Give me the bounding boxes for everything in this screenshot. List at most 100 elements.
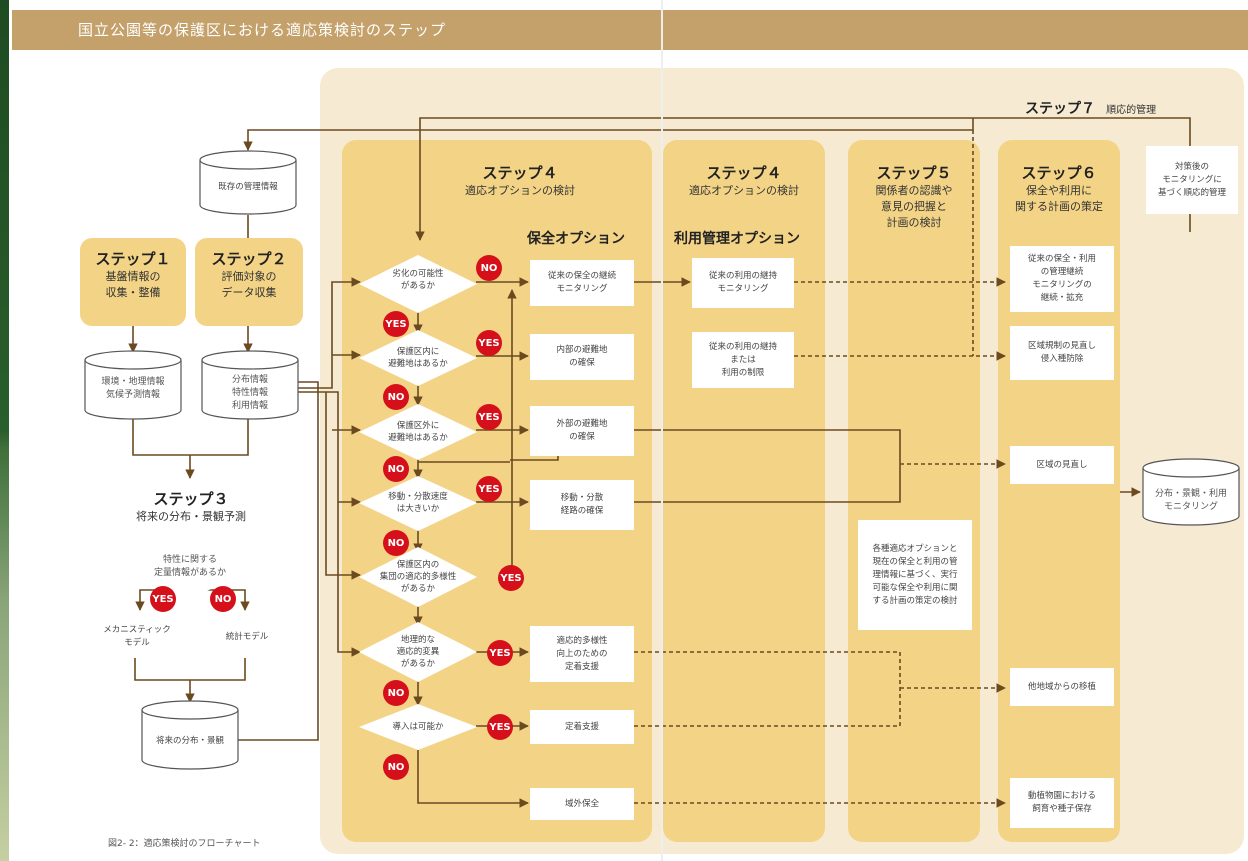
diamond-5-line1: 保護区内の	[396, 560, 440, 570]
diamond-1-line1: 劣化の可能性	[392, 269, 444, 279]
cons-option-7: 域外保全	[530, 788, 634, 820]
step4b-title: ステップ４	[706, 164, 782, 182]
step5-panel	[848, 140, 980, 842]
statistical-model-box: 統計モデル	[198, 616, 296, 658]
step6-box5-line1: 動植物園における	[1027, 791, 1096, 801]
diamond-7-no-badge: NO	[383, 754, 409, 780]
figure-caption: 図2- 2：適応策検討のフローチャート	[108, 839, 261, 849]
step1-box: ステップ１ 基盤情報の 収集・整備	[80, 238, 186, 326]
diamond-3-line2: 避難地はあるか	[388, 433, 448, 443]
diamond-5-line3: があるか	[400, 584, 435, 594]
step7-label: ステップ７ 順応的管理	[1025, 98, 1235, 118]
step3-heading: ステップ３ 将来の分布・景観予測	[78, 488, 304, 525]
step5-title: ステップ５	[876, 164, 952, 182]
step3-no-badge: NO	[210, 586, 236, 612]
diamond-1-text: 劣化の可能性 があるか	[362, 268, 474, 292]
climate-db-line2: 気候予測情報	[105, 390, 160, 400]
use-option-2: 従来の利用の継持 または 利用の制限	[692, 332, 794, 388]
mechanistic-model-line1: メカニスティック	[103, 625, 171, 635]
monitoring-db-line1: 分布・景観・利用	[1154, 489, 1227, 499]
use-option-2-line2: または	[730, 354, 756, 365]
step1-line1: 基盤情報の	[105, 270, 161, 283]
use-option-1-line2: モニタリング	[717, 284, 769, 294]
cons-option-1-line2: モニタリング	[556, 284, 608, 294]
monitoring-db-line2: モニタリング	[1163, 502, 1218, 512]
step6-line1: 保全や利用に	[1026, 184, 1092, 197]
cons-option-4: 移動・分散 経路の確保	[530, 480, 634, 530]
step5-note-line2: 現在の保全と利用の管	[872, 556, 958, 567]
conservation-options-header: 保全オプション	[527, 231, 625, 247]
cons-option-5: 適応的多様性 向上のための 定着支援	[530, 626, 634, 682]
diamond-4-line1: 移動・分散速度	[388, 492, 448, 502]
step2-line2: データ収集	[221, 286, 277, 299]
diamond-4-text: 移動・分散速度 は大きいか	[362, 491, 474, 515]
step6-box-regulation: 区域規制の見直し 侵入種防除	[1010, 326, 1114, 380]
step2-title: ステップ２	[211, 250, 287, 268]
step6-title: ステップ６	[1021, 164, 1097, 182]
cons-option-1-line1: 従来の保全の継続	[547, 271, 616, 281]
climate-db-text: 環境・地理情報 気候予測情報	[85, 374, 181, 400]
header-bar	[12, 10, 1248, 50]
diamond-5-line2: 集団の適応的多様性	[379, 572, 457, 582]
step6-box1-line3: モニタリングの	[1032, 280, 1092, 290]
step1-line2: 収集・整備	[105, 286, 161, 299]
climate-db-line1: 環境・地理情報	[101, 377, 165, 387]
diamond-2-no-badge: NO	[383, 384, 409, 410]
diamond-6-line3: があるか	[400, 659, 435, 669]
page-title: 国立公園等の保護区における適応策検討のステップ	[78, 21, 447, 39]
step6-box1-line2: の管理継続	[1040, 267, 1084, 277]
diamond-3-yes-badge: YES	[476, 404, 502, 430]
step5-note-line5: する計画の策定の検討	[872, 595, 958, 606]
step2-line1: 評価対象の	[221, 270, 277, 283]
step2-box: ステップ２ 評価対象の データ収集	[195, 238, 303, 326]
diamond-7-text: 導入は可能か	[392, 722, 444, 732]
step4b-subtitle: 適応オプションの検討	[689, 184, 799, 197]
cons-option-6: 定着支援	[530, 710, 634, 744]
diamond-7-yes-badge: YES	[487, 714, 513, 740]
step5-line2: 意見の把握と	[881, 200, 947, 213]
step3-title: ステップ３	[153, 490, 229, 508]
use-option-1: 従来の利用の継持 モニタリング	[692, 258, 794, 308]
step6-box-area-review: 区域の見直し	[1010, 446, 1114, 484]
distribution-db-line2: 特性情報	[231, 388, 268, 398]
diamond-2-line1: 保護区内に	[396, 347, 440, 357]
step5-heading: ステップ５ 関係者の認識や 意見の把握と 計画の検討	[848, 162, 980, 231]
step3-diamond-line2: 定量情報があるか	[153, 568, 226, 578]
distribution-db-text: 分布情報 特性情報 利用情報	[202, 372, 298, 411]
left-photo-strip	[0, 0, 9, 861]
step6-box2-line2: 侵入種防除	[1040, 354, 1084, 364]
decision-diamonds	[120, 255, 477, 750]
diamond-1-yes-badge: YES	[383, 311, 409, 337]
step7-subtitle: 順応的管理	[1106, 105, 1157, 116]
diamond-3-line1: 保護区外に	[396, 421, 440, 431]
database-shapes	[84, 150, 1240, 770]
page-seam	[661, 0, 663, 861]
step5-note-line3: 理情報に基づく、実行	[872, 569, 958, 580]
adaptive-note-line2: モニタリングに	[1162, 174, 1222, 185]
step6-box-continue: 従来の保全・利用 の管理継続 モニタリングの 継続・拡充	[1010, 246, 1114, 312]
diamond-4-yes-badge: YES	[476, 476, 502, 502]
diamond-6-no-badge: NO	[383, 680, 409, 706]
monitoring-db-text: 分布・景観・利用 モニタリング	[1143, 486, 1239, 512]
step3-yes-badge: YES	[150, 586, 176, 612]
diamond-2-text: 保護区内に 避難地はあるか	[362, 346, 474, 370]
diamond-6-text: 地理的な 適応的変異 があるか	[362, 634, 474, 670]
step6-box5-line2: 飼育や種子保存	[1032, 804, 1092, 814]
step6-box1-line4: 継続・拡充	[1040, 293, 1084, 303]
cons-option-3-line2: の確保	[569, 432, 595, 442]
step5-line3: 計画の検討	[886, 216, 942, 229]
step5-line1: 関係者の認識や	[875, 184, 953, 197]
step4a-heading: ステップ４ 適応オプションの検討	[420, 162, 620, 199]
diamond-2-line2: 避難地はあるか	[388, 359, 448, 369]
diamond-5-yes-badge: YES	[498, 565, 524, 591]
step5-note-box: 各種適応オプションと 現在の保全と利用の管 理情報に基づく、実行 可能な保全や利…	[858, 520, 972, 630]
step5-note-line1: 各種適応オプションと	[872, 543, 958, 554]
step7-title: ステップ７	[1025, 101, 1095, 117]
step4b-heading: ステップ４ 適応オプションの検討	[663, 162, 825, 199]
step3-diamond-text: 特性に関する 定量情報があるか	[120, 552, 260, 578]
diamond-3-text: 保護区外に 避難地はあるか	[362, 420, 474, 444]
step3-diamond-line1: 特性に関する	[162, 555, 217, 565]
existing-management-db-label: 既存の管理情報	[218, 182, 278, 192]
distribution-db-line3: 利用情報	[231, 401, 268, 411]
step6-heading: ステップ６ 保全や利用に 関する計画の策定	[998, 162, 1120, 215]
